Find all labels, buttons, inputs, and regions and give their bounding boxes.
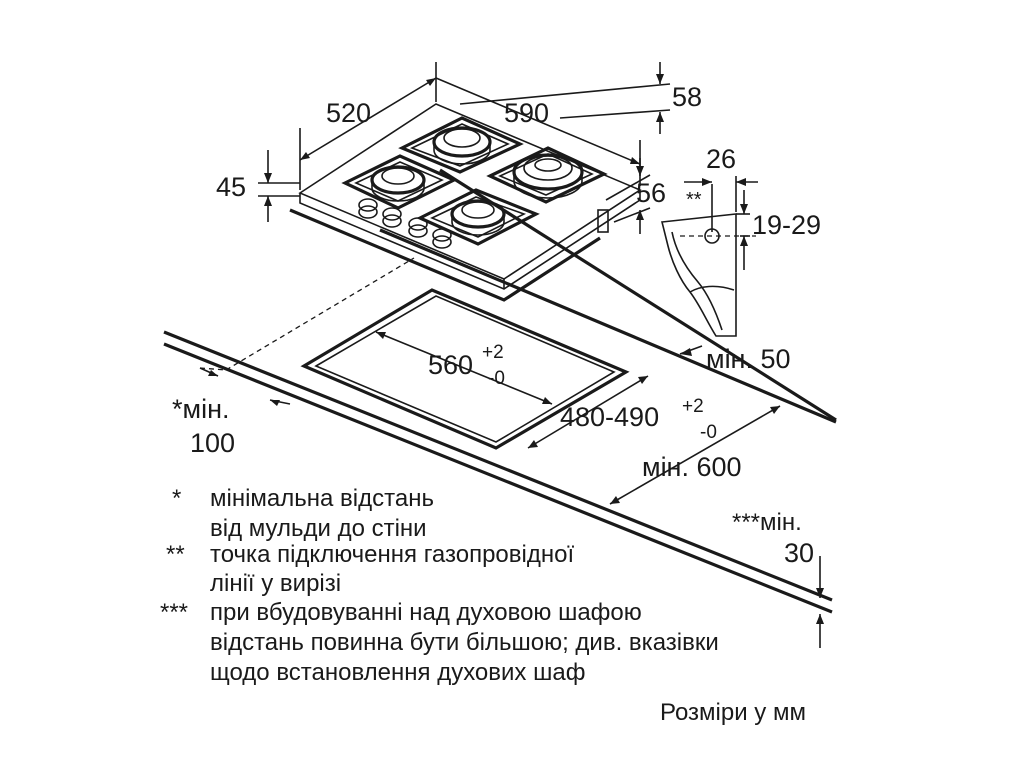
dim-480-490: 480-490 <box>560 402 659 432</box>
gas-connector <box>597 209 609 233</box>
cutout <box>300 288 630 450</box>
dim-min-100-value: 100 <box>190 428 235 458</box>
dim-520: 520 <box>326 98 371 128</box>
dim-480-490-tol-plus: +2 <box>682 396 704 417</box>
dim-min-30-value: 30 <box>784 538 814 568</box>
burner-wok <box>512 153 584 199</box>
control-knobs <box>358 198 452 249</box>
legend-line-3a: при вбудовуванні над духовою шафою <box>210 599 642 626</box>
dim-min-100-label: *мін. <box>172 394 229 424</box>
dim-min-600: мін. 600 <box>642 452 742 482</box>
dim-min-50: мін. 50 <box>706 344 791 374</box>
legend-line-1a: мінімальна відстань <box>210 485 434 512</box>
hob-drawing <box>289 103 642 302</box>
legend: * мінімальна відстань від мульди до стін… <box>160 485 719 686</box>
hob-dimensions <box>258 62 671 234</box>
dim-min-30-label: ***мін. <box>732 509 802 536</box>
dim-560-tol-plus: +2 <box>482 342 504 363</box>
bracket-detail <box>661 176 758 337</box>
dim-590: 590 <box>504 98 549 128</box>
legend-line-3c: щодо встановлення духових шаф <box>210 659 585 686</box>
dim-58: 58 <box>672 82 702 112</box>
legend-marker-1: * <box>172 485 181 512</box>
pan-supports <box>341 116 608 246</box>
dim-480-490-tol-minus: -0 <box>700 422 717 443</box>
dim-19-29: 19-29 <box>752 210 821 240</box>
burner-rear-left <box>432 126 492 165</box>
legend-line-2a: точка підключення газопровідної <box>210 541 574 568</box>
burner-front-right <box>450 199 506 236</box>
legend-marker-3: *** <box>160 599 188 626</box>
units-note: Розміри у мм <box>660 699 806 726</box>
dim-45: 45 <box>216 172 246 202</box>
dim-56: 56 <box>636 178 666 208</box>
dim-560-tol-minus: -0 <box>488 368 505 389</box>
legend-line-3b: відстань повинна бути більшою; див. вказ… <box>210 629 719 656</box>
legend-line-2b: лінії у вирізі <box>210 570 341 597</box>
legend-marker-2: ** <box>166 541 185 568</box>
dim-560: 560 <box>428 350 473 380</box>
legend-line-1b: від мульди до стіни <box>210 515 427 542</box>
countertop <box>163 168 837 614</box>
dim-26: 26 <box>706 144 736 174</box>
bracket-marker: ** <box>686 189 702 211</box>
burner-front-left <box>370 165 426 202</box>
cutout-dimensions <box>199 331 824 648</box>
